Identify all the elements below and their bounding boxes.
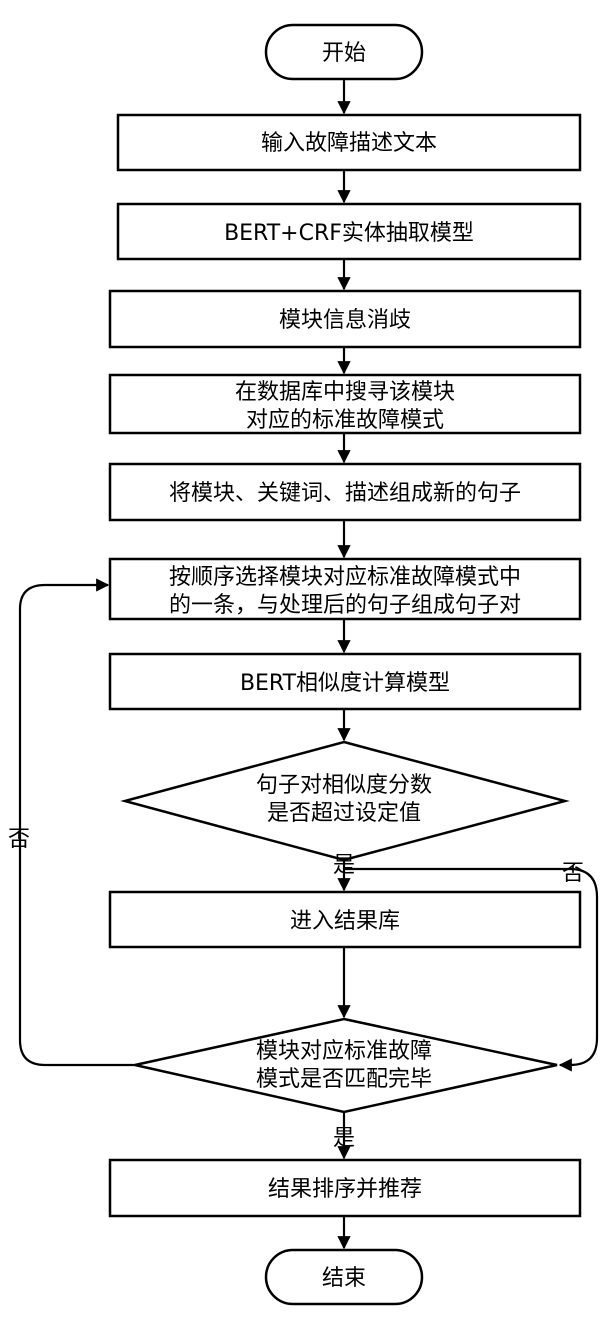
decision1-label-line2: 是否超过设定值 [267, 801, 421, 826]
select-pair-label-line1: 按顺序选择模块对应标准故障模式中 [169, 565, 521, 590]
compose-sentence-label: 将模块、关键词、描述组成新的句子 [169, 481, 521, 506]
disambiguation-box: 模块信息消歧 [108, 289, 582, 349]
decision2-label-line2: 模式是否匹配完毕 [256, 1067, 432, 1092]
search-label-line2: 对应的标准故障模式 [246, 408, 444, 433]
similarity-model-box: BERT相似度计算模型 [108, 652, 582, 711]
entity-extraction-box: BERT+CRF实体抽取模型 [116, 202, 582, 261]
search-database-box: 在数据库中搜寻该模块 对应的标准故障模式 [108, 373, 582, 435]
input-text-box: 输入故障描述文本 [116, 113, 582, 172]
input-text-label: 输入故障描述文本 [261, 131, 437, 156]
decision1-no-label: 否 [562, 861, 584, 886]
decision2-label-line1: 模块对应标准故障 [256, 1039, 432, 1064]
entity-extraction-label: BERT+CRF实体抽取模型 [224, 221, 474, 246]
end-node: 结束 [264, 1248, 424, 1306]
compose-sentence-box: 将模块、关键词、描述组成新的句子 [108, 462, 582, 522]
decision2-yes-label: 是 [333, 1126, 355, 1151]
sort-recommend-label: 结果排序并推荐 [268, 1177, 422, 1202]
end-label: 结束 [322, 1266, 366, 1291]
similarity-threshold-decision: 句子对相似度分数 是否超过设定值 [120, 740, 570, 862]
select-pair-box: 按顺序选择模块对应标准故障模式中 的一条，与处理后的句子组成句子对 [108, 557, 582, 621]
arrow-decision2-no-loop [18, 578, 135, 1067]
result-library-box: 进入结果库 [108, 890, 582, 949]
match-complete-decision: 模块对应标准故障 模式是否匹配完毕 [134, 1017, 558, 1114]
decision1-label-line1: 句子对相似度分数 [256, 773, 432, 798]
select-pair-label-line2: 的一条，与处理后的句子组成句子对 [169, 593, 521, 618]
search-label-line1: 在数据库中搜寻该模块 [235, 380, 455, 405]
similarity-model-label: BERT相似度计算模型 [240, 671, 450, 696]
result-library-label: 进入结果库 [290, 909, 400, 934]
sort-recommend-box: 结果排序并推荐 [108, 1158, 582, 1218]
start-label: 开始 [322, 41, 366, 66]
decision2-no-label: 否 [8, 827, 30, 852]
decision1-yes-label: 是 [333, 853, 355, 878]
disambiguation-label: 模块信息消歧 [279, 308, 411, 333]
arrow-decision1-no [344, 867, 599, 1072]
start-node: 开始 [264, 23, 424, 81]
